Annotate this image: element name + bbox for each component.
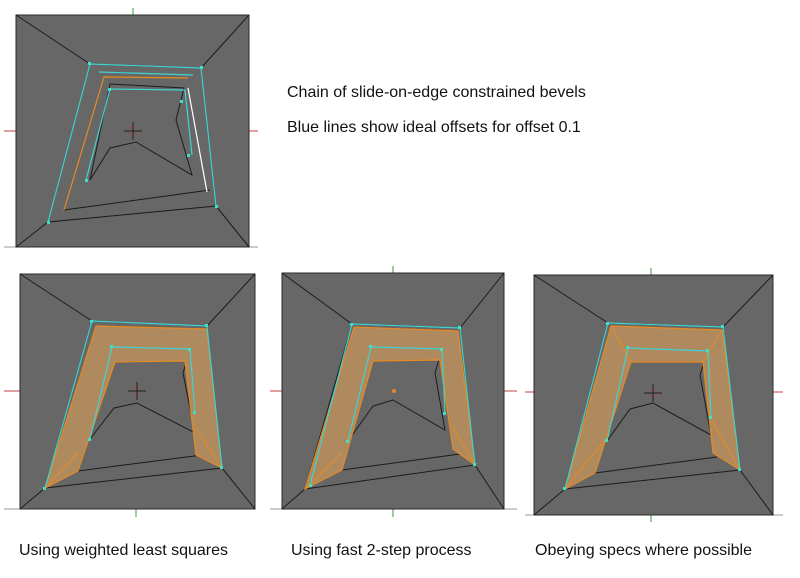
ideal-offset-lines	[47, 63, 217, 223]
bevel-face	[43, 325, 223, 490]
3d-cursor-icon	[128, 382, 146, 400]
viewport-weighted-least-squares	[0, 263, 270, 523]
bevel-face	[564, 325, 741, 491]
caption-obeying-specs: Obeying specs where possible	[535, 542, 753, 559]
vertex-markers	[43, 320, 223, 490]
3d-cursor-icon	[644, 384, 662, 402]
vertex-markers	[47, 62, 218, 224]
vertex-markers	[563, 322, 741, 490]
header-line-2: Blue lines show ideal offsets for offset…	[287, 119, 581, 136]
selected-edge	[187, 87, 208, 193]
viewport-obeying-specs	[525, 263, 800, 523]
header-line-1: Chain of slide-on-edge constrained bevel…	[287, 84, 586, 101]
caption-fast-2-step: Using fast 2-step process	[291, 542, 472, 559]
caption-weighted-least-squares: Using weighted least squares	[19, 542, 229, 559]
ideal-offset-lines	[564, 322, 741, 490]
viewport-reference	[0, 0, 270, 262]
origin-dot	[392, 389, 396, 393]
viewport-fast-2-step	[270, 263, 525, 523]
ideal-offset-lines	[309, 323, 476, 486]
bevel-face	[304, 326, 476, 491]
vertex-markers	[309, 323, 476, 487]
ideal-offset-lines	[44, 320, 223, 489]
3d-cursor-icon	[124, 122, 142, 140]
